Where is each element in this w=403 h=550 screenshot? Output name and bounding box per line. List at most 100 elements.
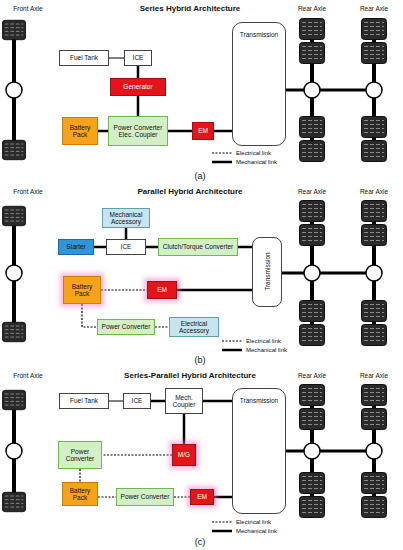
- axle-label: Rear Axle: [298, 188, 326, 195]
- node-text: M/G: [178, 451, 190, 458]
- battery-box: Battery Pack: [62, 482, 98, 506]
- tire: [2, 140, 25, 159]
- node-text: Fuel Tank: [70, 397, 98, 404]
- axle-label: Rear Axle: [360, 5, 388, 12]
- mechanical-link: [98, 130, 108, 133]
- differential: [6, 443, 22, 459]
- node-text: ICE: [133, 54, 144, 61]
- tire: [362, 497, 387, 518]
- generator-box: Generator: [110, 78, 166, 96]
- fuel-tank-box: Fuel Tank: [59, 50, 109, 66]
- node-text: ICE: [132, 397, 143, 404]
- mechanical-link: [151, 400, 165, 403]
- axle-label: Rear Axle: [360, 372, 388, 379]
- electrical-link: [174, 496, 190, 497]
- electrical-link: [101, 289, 147, 290]
- axle-label: Rear Axle: [360, 188, 388, 195]
- converter-box: Power Converter: [116, 488, 174, 506]
- electrical-link: [79, 469, 80, 482]
- axle-label: Rear Axle: [298, 5, 326, 12]
- tire: [362, 141, 387, 162]
- engine-box: ICE: [106, 239, 146, 255]
- node-text: Power Converter: [121, 493, 170, 500]
- legend-text: Electrical link: [236, 519, 271, 526]
- node-text: Mechanical Accessory: [105, 211, 147, 225]
- tire: [300, 201, 325, 222]
- node-text: Transmission: [240, 397, 278, 404]
- node-text: Power Converter: [61, 448, 99, 462]
- mechanical-link: [109, 58, 124, 59]
- node-text: Power Converter: [102, 323, 151, 330]
- motor-box: EM: [192, 122, 214, 140]
- axle-label: Rear Axle: [298, 372, 326, 379]
- mechanical-link: [146, 246, 158, 249]
- differential: [304, 443, 320, 459]
- tire: [300, 117, 325, 138]
- legend-text: Mechanical link: [236, 528, 277, 535]
- legend-thick-sample: [212, 161, 232, 164]
- node-text: ICE: [121, 243, 132, 250]
- tire: [2, 206, 25, 225]
- differential: [6, 265, 22, 281]
- legend-text: Electrical link: [246, 338, 281, 345]
- mechanical-link: [183, 414, 186, 444]
- node-text: Fuel Tank: [70, 54, 98, 61]
- node-text: Mech. Coupler: [168, 394, 200, 408]
- tire: [300, 473, 325, 494]
- legend-dotted-sample: [212, 521, 232, 522]
- drive-shaft: [286, 89, 366, 92]
- drive-shaft: [282, 272, 366, 275]
- tire: [362, 301, 387, 322]
- converter-box: Power Converter: [58, 441, 102, 469]
- node-text: EM: [197, 493, 207, 500]
- legend-dotted-sample: [212, 152, 232, 153]
- legend-text: Mechanical link: [236, 159, 277, 166]
- differential: [304, 265, 320, 281]
- legend-text: Mechanical link: [246, 347, 287, 354]
- tire: [2, 492, 25, 511]
- axle-label: Front Axle: [13, 188, 42, 195]
- tire: [300, 225, 325, 246]
- axle-label: Front Axle: [13, 372, 42, 379]
- differential: [366, 443, 382, 459]
- tire: [362, 19, 387, 40]
- node-text: Clutch/Torque Converter: [163, 243, 233, 250]
- mechanical-link: [94, 246, 106, 249]
- electrical-link: [82, 304, 97, 327]
- tire: [362, 325, 387, 346]
- converter-box: Power Converter Elec. Coupler: [108, 116, 168, 146]
- converter-box: Power Converter: [97, 319, 155, 335]
- mechanical-link: [137, 66, 140, 78]
- node-text: Battery Pack: [66, 283, 98, 297]
- battery-box: Battery Pack: [62, 117, 98, 145]
- differentials-a: [6, 82, 382, 98]
- tire: [2, 20, 25, 39]
- node-text: EM: [198, 127, 208, 134]
- differential: [366, 265, 382, 281]
- legend-text: Electrical link: [236, 150, 271, 157]
- tire: [300, 409, 325, 430]
- mechanical-link: [238, 246, 252, 249]
- differential: [366, 82, 382, 98]
- motor-generator-box: M/G: [172, 444, 196, 466]
- transmission-box: Transmission: [232, 22, 286, 146]
- node-text: Starter: [66, 243, 86, 250]
- tire: [2, 322, 25, 341]
- node-text: Battery Pack: [65, 124, 95, 138]
- node-text: Generator: [123, 83, 152, 90]
- legend-thick-sample: [222, 349, 242, 352]
- mechanical-link: [125, 228, 128, 239]
- mechanical-link: [109, 401, 123, 402]
- panel-title: Series-Parallel Hybrid Architecture: [124, 372, 256, 381]
- mechanical-link: [214, 130, 232, 133]
- fuel-tank-box: Fuel Tank: [59, 393, 109, 409]
- electrical-link: [102, 454, 172, 455]
- engine-box: ICE: [123, 393, 151, 409]
- tire: [300, 325, 325, 346]
- panel-caption: (b): [195, 356, 206, 366]
- panel-title: Series Hybrid Architecture: [140, 5, 241, 14]
- tire: [300, 497, 325, 518]
- node-text: Transmission: [263, 253, 270, 291]
- motor-box: EM: [190, 489, 214, 505]
- tire: [362, 43, 387, 64]
